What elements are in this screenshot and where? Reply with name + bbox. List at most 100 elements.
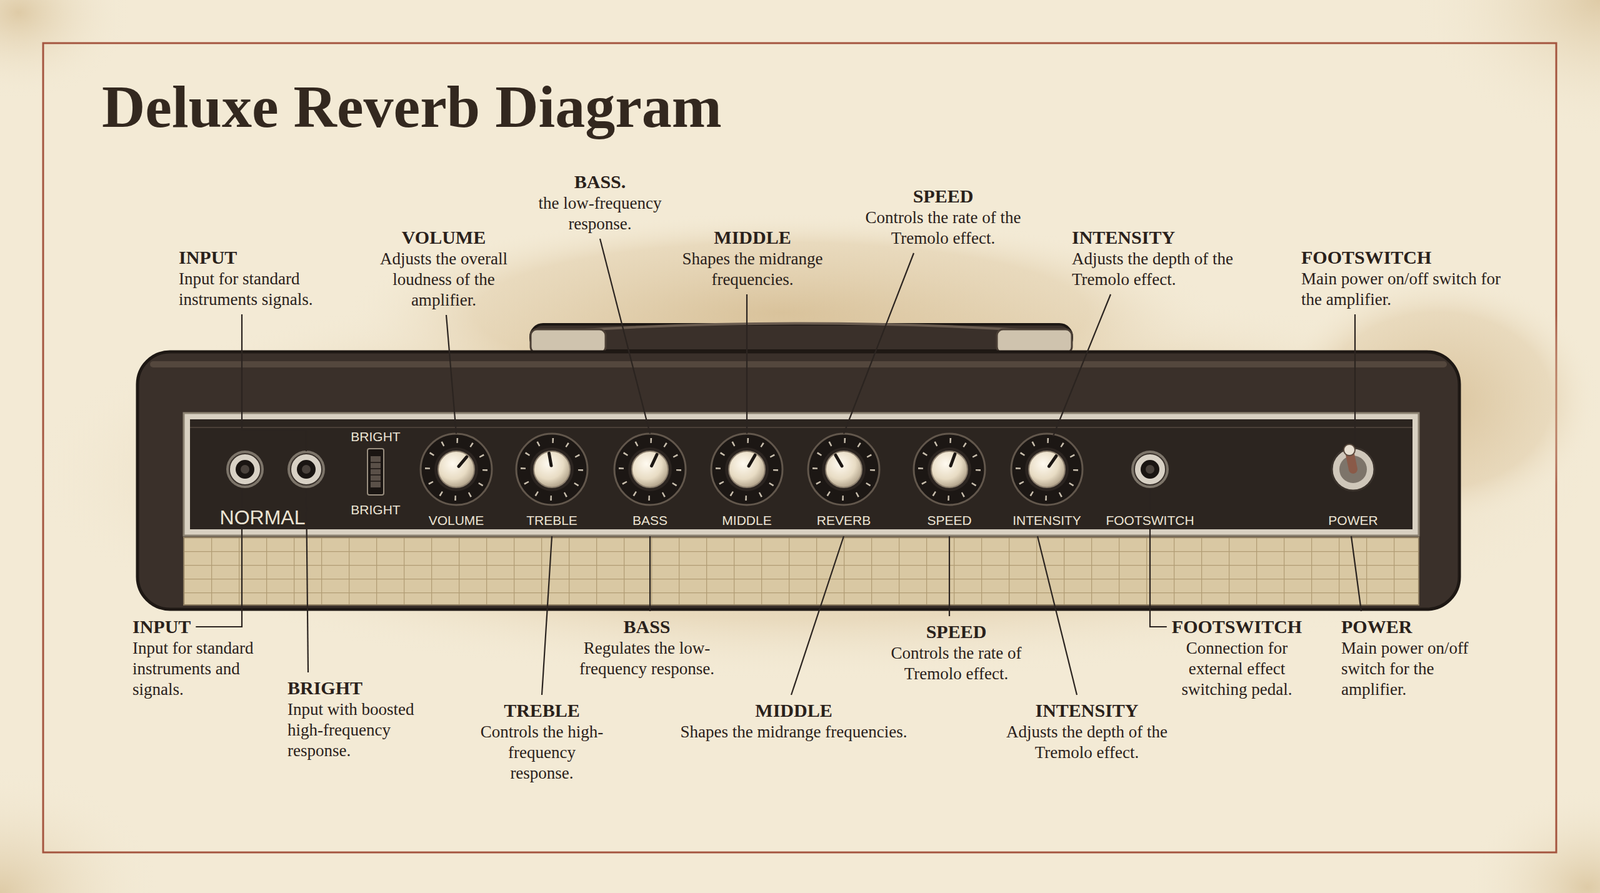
control-knobs bbox=[651, 454, 657, 466]
leader-line bbox=[600, 238, 650, 434]
control-knobs bbox=[808, 433, 880, 505]
control-panel bbox=[190, 426, 1413, 429]
diagram-title: Deluxe Reverb Diagram bbox=[101, 73, 722, 140]
bright-switch bbox=[367, 448, 384, 495]
amp-handle bbox=[562, 323, 1041, 332]
callout-heading: SPEED bbox=[926, 620, 987, 644]
callout-heading: TREBLE bbox=[503, 699, 580, 722]
input-jacks bbox=[226, 450, 325, 489]
control-knobs bbox=[835, 455, 842, 466]
footswitch-jack bbox=[1131, 450, 1169, 489]
speaker-grille bbox=[183, 537, 1419, 605]
control-knobs bbox=[913, 433, 985, 505]
panel-label: SPEED bbox=[926, 513, 972, 529]
bright-switch bbox=[370, 461, 381, 464]
amp-cabinet bbox=[137, 351, 1460, 610]
control-knobs bbox=[458, 456, 467, 467]
callout-heading: INPUT bbox=[132, 615, 191, 639]
control-panel bbox=[183, 413, 1419, 536]
callout-text: Main power on/off switch for the amplifi… bbox=[1301, 268, 1508, 310]
callout-text: Input with boosted high-frequency respon… bbox=[287, 699, 444, 762]
callout: MIDDLEShapes the midrange frequencies. bbox=[668, 226, 837, 290]
callout-text: Adjusts the overall loudness of the ampl… bbox=[368, 248, 519, 311]
amp-handle bbox=[530, 323, 1072, 354]
callout-text: Main power on/off switch for the amplifi… bbox=[1341, 638, 1476, 700]
bright-switch bbox=[370, 468, 381, 470]
callout: INTENSITYAdjusts the depth of the Tremol… bbox=[1071, 226, 1247, 290]
panel-label: INTENSITY bbox=[1012, 513, 1082, 529]
speaker-grille bbox=[183, 537, 1419, 605]
control-knobs bbox=[835, 455, 842, 466]
leader-line bbox=[241, 314, 307, 452]
panel-label: TREBLE bbox=[526, 513, 578, 529]
leader-line bbox=[1351, 536, 1362, 612]
callout-text: Controls the rate of Tremolo effect. bbox=[871, 643, 1041, 685]
callout: POWERMain power on/off switch for the am… bbox=[1341, 615, 1476, 700]
control-knobs bbox=[651, 454, 657, 466]
control-knobs bbox=[420, 433, 492, 505]
callout: BRIGHTInput with boosted high-frequency … bbox=[287, 676, 444, 762]
bright-switch bbox=[370, 474, 381, 476]
amp-cabinet bbox=[150, 361, 1447, 368]
callout-heading: SPEED bbox=[913, 185, 974, 208]
panel-label: VOLUME bbox=[428, 513, 485, 529]
bright-switch bbox=[370, 480, 381, 482]
input-jacks bbox=[226, 450, 264, 489]
control-panel: NORMALBRIGHTBRIGHTVOLUMETREBLEBASSMIDDLE… bbox=[183, 413, 1419, 536]
callout: TREBLEControls the high-frequency respon… bbox=[479, 699, 605, 784]
panel-label: BASS bbox=[632, 513, 668, 529]
paper-background bbox=[0, 768, 163, 893]
panel-label: FOOTSWITCH bbox=[1105, 513, 1194, 529]
power-switch bbox=[1343, 444, 1355, 456]
callout: MIDDLEShapes the midrange frequencies. bbox=[656, 699, 932, 743]
callout: INPUTInput for standard instruments and … bbox=[132, 615, 286, 700]
callout-text: Adjusts the depth of the Tremolo effect. bbox=[1002, 721, 1172, 764]
control-knobs bbox=[950, 454, 955, 467]
paper-background bbox=[1412, 0, 1600, 138]
callout-text: Shapes the midrange frequencies. bbox=[656, 721, 932, 743]
callout: FOOTSWITCHMain power on/off switch for t… bbox=[1301, 246, 1508, 310]
callout-heading: INTENSITY bbox=[1071, 226, 1175, 249]
callout-heading: BASS bbox=[623, 615, 670, 639]
input-jacks bbox=[287, 450, 325, 489]
leader-line bbox=[649, 536, 651, 612]
amp-handle bbox=[530, 329, 606, 354]
callout-text: Controls the rate of the Tremolo effect. bbox=[858, 207, 1028, 249]
panel-label: POWER bbox=[1328, 513, 1378, 529]
leader-line bbox=[1354, 314, 1356, 445]
callout-heading: INPUT bbox=[178, 246, 237, 269]
leader-line bbox=[746, 294, 748, 434]
leader-line bbox=[1037, 536, 1077, 695]
callout: VOLUMEAdjusts the overall loudness of th… bbox=[368, 226, 519, 311]
callout-text: Regulates the low-frequency response. bbox=[565, 638, 729, 680]
callout-heading: BRIGHT bbox=[287, 676, 363, 700]
control-panel bbox=[190, 419, 1413, 530]
bright-switch bbox=[370, 456, 381, 488]
callout-text: Controls the high-frequency response. bbox=[479, 721, 605, 784]
control-knobs bbox=[748, 455, 755, 466]
control-knobs bbox=[516, 433, 588, 505]
callout: SPEEDControls the rate of Tremolo effect… bbox=[871, 620, 1041, 685]
background-wash bbox=[25, 268, 1600, 682]
bright-switch bbox=[367, 448, 384, 495]
background-wash bbox=[25, 212, 1600, 682]
leader-line bbox=[541, 536, 552, 695]
control-knobs bbox=[748, 455, 755, 466]
leader-line bbox=[948, 536, 950, 617]
callout-heading: POWER bbox=[1341, 615, 1412, 639]
callout-text: Input for standard instruments signals. bbox=[178, 268, 360, 310]
callout-heading: MIDDLE bbox=[713, 226, 791, 249]
control-knobs bbox=[548, 453, 551, 466]
amp-cabinet bbox=[137, 351, 1460, 610]
callout-text: Adjusts the depth of the Tremolo effect. bbox=[1071, 248, 1247, 290]
control-knobs bbox=[420, 433, 1083, 505]
callout-heading: INTENSITY bbox=[1035, 699, 1139, 722]
leader-line bbox=[1150, 488, 1167, 627]
callout-heading: BASS. bbox=[574, 170, 627, 194]
control-knobs bbox=[458, 456, 467, 467]
control-knobs bbox=[1011, 433, 1083, 505]
callout: INPUTInput for standard instruments sign… bbox=[178, 246, 360, 310]
callout: FOOTSWITCHConnection for external effect… bbox=[1170, 615, 1305, 700]
callout-text: the low-frequency response. bbox=[521, 193, 679, 235]
